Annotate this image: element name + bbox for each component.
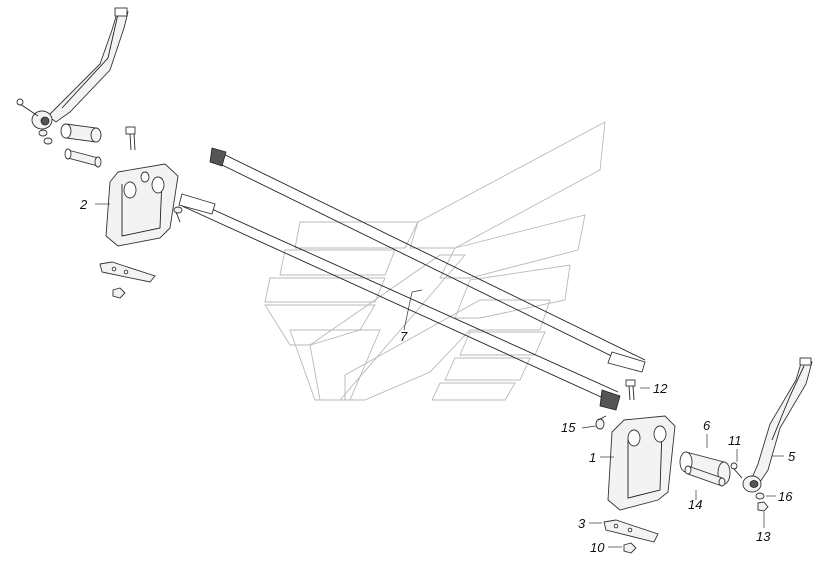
right-bush-14 xyxy=(684,465,726,487)
left-bush-large xyxy=(60,123,102,143)
right-clip-15 xyxy=(595,415,607,430)
callout-12: 12 xyxy=(653,381,668,396)
callout-16: 16 xyxy=(778,489,793,504)
callout-3: 3 xyxy=(578,516,586,531)
left-clip xyxy=(173,206,183,223)
left-bracket xyxy=(105,163,179,247)
right-plate-3 xyxy=(603,519,659,543)
left-bush-small xyxy=(64,148,102,168)
right-bolt-12 xyxy=(625,379,636,401)
watermark-emblem xyxy=(264,121,606,401)
left-bolt xyxy=(125,126,136,151)
callout-2: 2 xyxy=(79,197,88,212)
callout-14: 14 xyxy=(688,497,702,512)
callout-13: 13 xyxy=(756,529,771,544)
left-washers xyxy=(38,129,53,145)
callout-5: 5 xyxy=(788,449,796,464)
leader-lines xyxy=(95,203,784,548)
callout-15: 15 xyxy=(561,420,576,435)
callout-1: 1 xyxy=(589,450,596,465)
upper-rod xyxy=(209,147,646,373)
left-plate xyxy=(99,261,156,283)
callout-10: 10 xyxy=(590,540,605,555)
lower-rod xyxy=(178,193,621,411)
left-nut xyxy=(112,287,126,299)
right-washer-16 xyxy=(755,492,765,500)
callout-7: 7 xyxy=(400,329,408,344)
right-pin-11 xyxy=(730,462,743,479)
left-lever xyxy=(16,7,129,130)
right-lever-5 xyxy=(742,357,813,493)
right-bracket-1 xyxy=(607,415,676,511)
right-nut-10 xyxy=(623,542,637,554)
callout-6: 6 xyxy=(703,418,711,433)
callout-11: 11 xyxy=(728,433,742,448)
right-nut-13 xyxy=(757,501,769,512)
